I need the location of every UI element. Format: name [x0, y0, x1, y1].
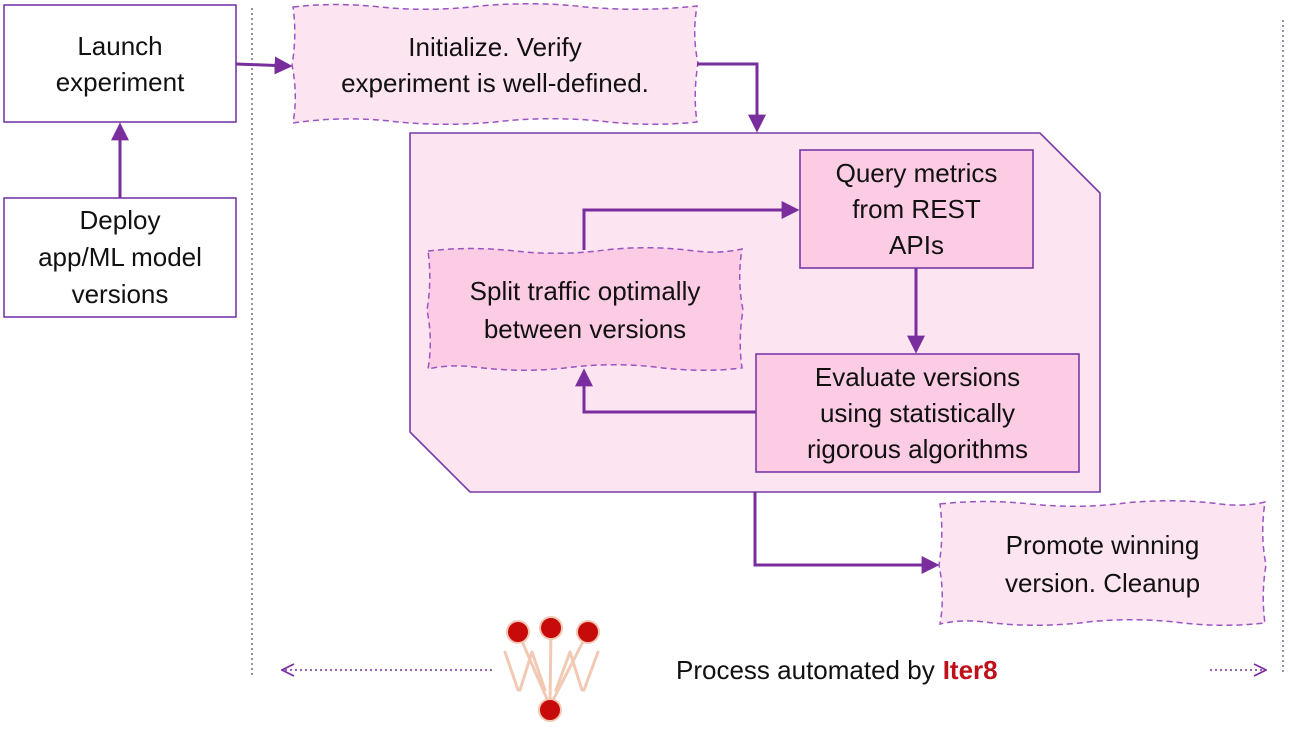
query-metrics-label: Query metrics from REST APIs — [835, 158, 998, 260]
split-traffic-box — [426, 247, 744, 371]
split-to-query-arrow — [582, 201, 800, 250]
evaluate-to-split-arrow — [575, 368, 756, 414]
split-traffic-label: Split traffic optimally between versions — [469, 276, 701, 344]
footer-brand: Iter8 — [942, 654, 998, 685]
launch-experiment-box — [3, 4, 237, 123]
evaluate-versions-label: Evaluate versions using statistically ri… — [806, 362, 1029, 464]
footer-text: Process automated by — [676, 654, 935, 685]
iter8-logo-icon — [503, 616, 600, 722]
evaluate-versions-box — [755, 353, 1080, 473]
initialize-label: Initialize. Verify experiment is well-de… — [341, 32, 649, 98]
initialize-box — [291, 2, 699, 126]
launch-experiment-label: Launch experiment — [55, 30, 185, 97]
deploy-versions-box — [3, 197, 237, 318]
initialize-to-loop-arrow — [697, 62, 766, 133]
query-metrics-box — [799, 149, 1034, 269]
promote-box — [938, 500, 1267, 626]
deploy-versions-label: Deploy app/ML model versions — [38, 205, 202, 309]
launch-to-initialize-arrow — [235, 56, 293, 75]
loop-to-promote-arrow — [753, 492, 940, 574]
footer-caption: Process automated by Iter8 — [676, 648, 998, 692]
promote-label: Promote winning version. Cleanup — [1004, 530, 1201, 598]
